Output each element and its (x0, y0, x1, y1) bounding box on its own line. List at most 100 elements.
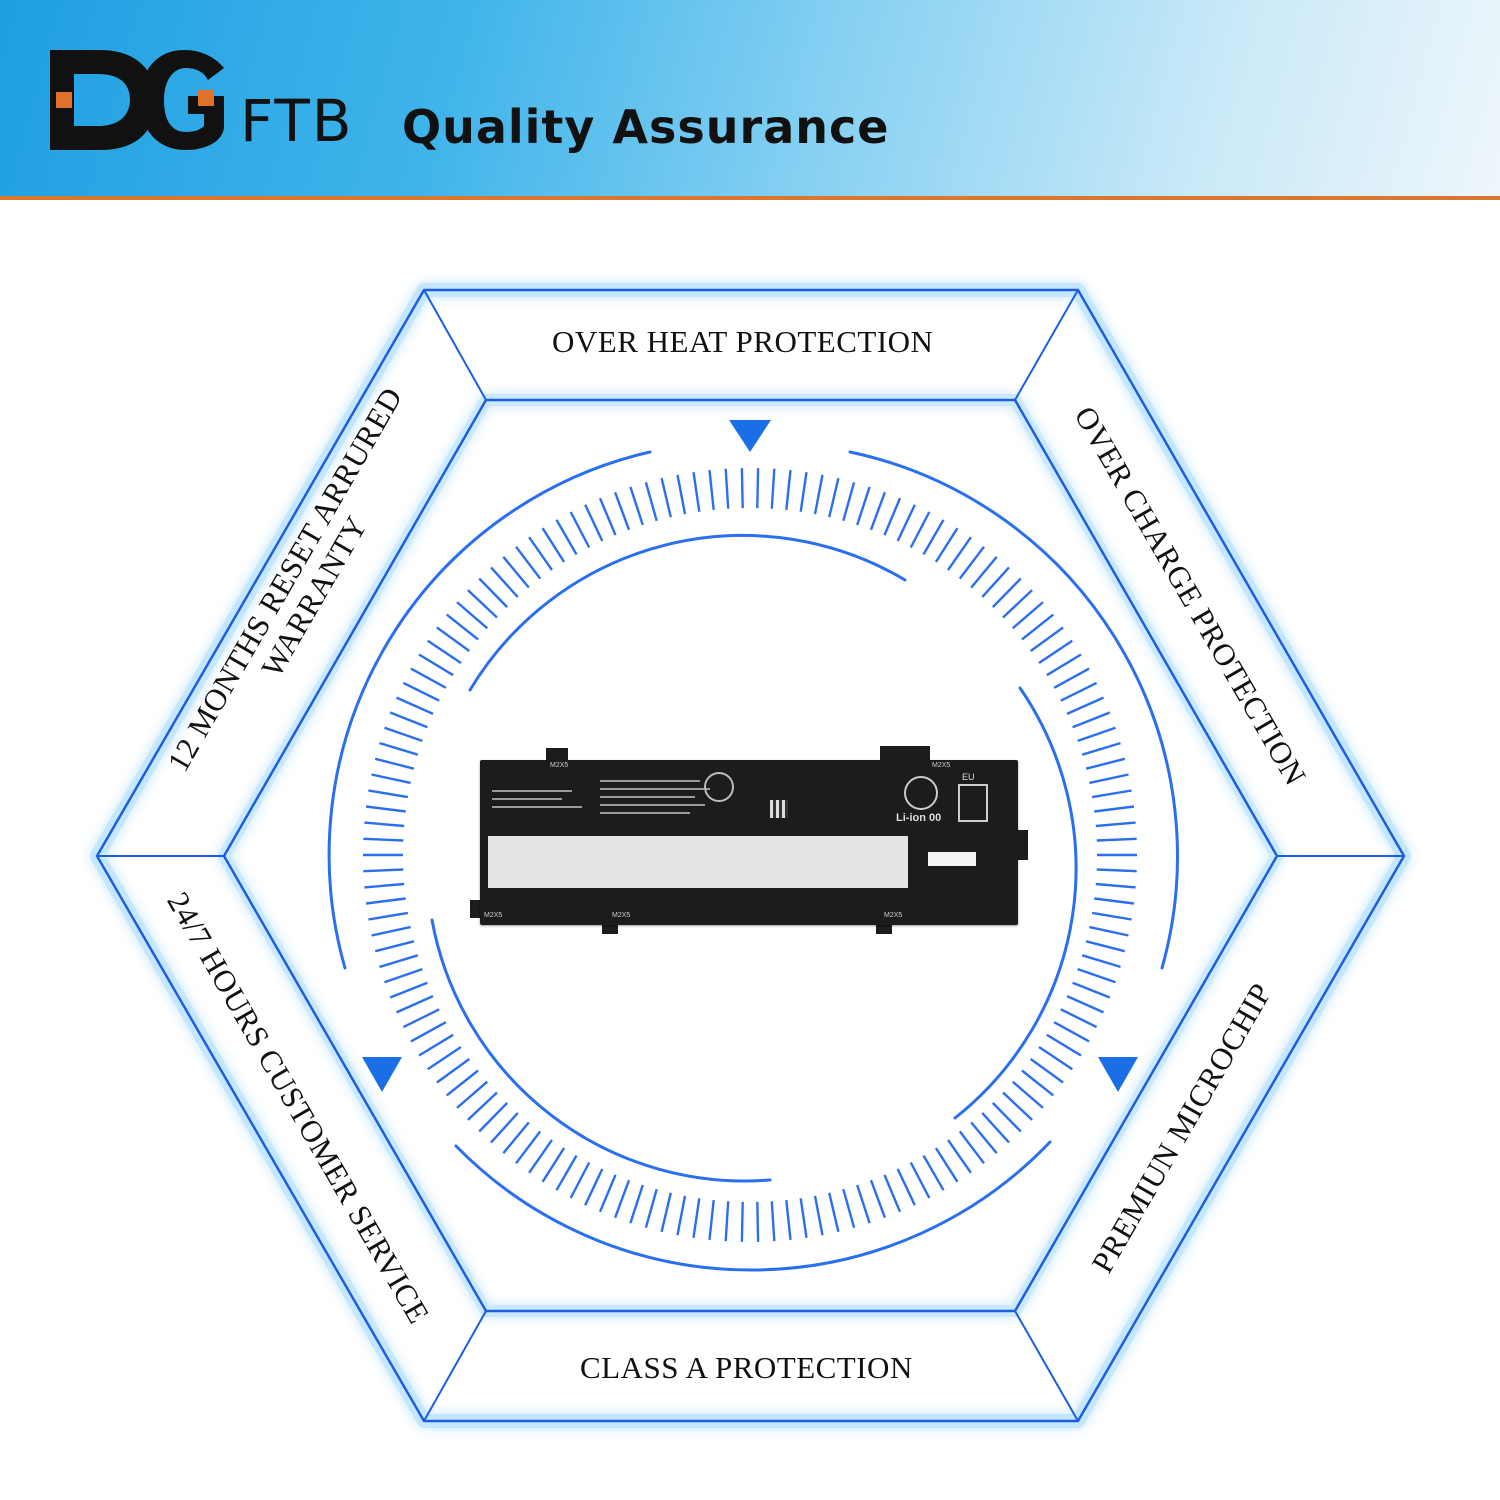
ring-tick (660, 1192, 672, 1233)
ring-tick (1038, 639, 1073, 664)
ring-tick (541, 1147, 566, 1183)
ring-tick (584, 504, 604, 542)
screw-mark: M2X5 (932, 762, 951, 769)
ring-arcs (327, 450, 1179, 1272)
arrow-top-icon (729, 420, 771, 452)
ring-tick (379, 741, 419, 756)
battery-tab (602, 922, 618, 934)
ring-tick (785, 1199, 792, 1241)
ring-tick (365, 897, 406, 905)
ring-tick (1085, 940, 1126, 953)
ring-tick (467, 589, 498, 619)
ring-tick (896, 1168, 916, 1206)
ring-tick (1077, 726, 1116, 743)
ring-tick (740, 468, 744, 509)
battery-seal-icon (704, 772, 734, 802)
ring-tick (598, 1174, 617, 1213)
arrow-left-icon (362, 1057, 402, 1092)
logo-g-square (198, 90, 214, 106)
brand-sub: FTB (240, 87, 354, 155)
ring-tick (799, 472, 808, 512)
ring-tick (991, 577, 1022, 608)
outer-arc-top-left (327, 450, 652, 970)
ring-tick (724, 1201, 730, 1242)
ring-tick (1077, 967, 1116, 984)
ring-tick (1060, 1008, 1098, 1029)
ring-tick (909, 511, 931, 549)
header-banner: FTB Quality Assurance (0, 0, 1500, 196)
ring-tick (1038, 1046, 1073, 1071)
ring-tick (1085, 757, 1126, 770)
weee-bin-icon (958, 784, 988, 822)
ring-tick (368, 789, 409, 799)
ring-tick (869, 1179, 887, 1219)
logo-g-shape (140, 50, 224, 150)
ring-tick (1046, 1033, 1082, 1057)
ring-tick (692, 472, 701, 512)
battery-tab (1018, 830, 1028, 860)
ring-tick (365, 805, 406, 813)
ring-tick (445, 1069, 479, 1097)
ring-tick (1094, 805, 1135, 813)
ring-tick (418, 1033, 454, 1057)
ring-tick (909, 1161, 931, 1199)
ring-tick (467, 1091, 498, 1121)
ring-tick (1095, 821, 1136, 828)
ring-tick (379, 954, 419, 969)
screw-mark: M2X5 (612, 912, 631, 919)
ring-tick (445, 613, 479, 641)
ring-tick (970, 1121, 998, 1154)
ring-tick (364, 882, 405, 889)
ring-tick (644, 1188, 658, 1229)
ring-tick (922, 519, 945, 556)
ring-tick (991, 1102, 1022, 1133)
ring-tick (410, 667, 447, 689)
ring-tick (1072, 981, 1111, 999)
ring-tick (1066, 696, 1104, 715)
ring-tick (922, 1154, 945, 1191)
ring-tick (1053, 667, 1090, 689)
ring-tick (410, 1021, 447, 1043)
ring-tick (813, 474, 824, 515)
ring-tick (396, 995, 434, 1014)
ring-tick (402, 1008, 440, 1029)
ring-tick (456, 1080, 489, 1109)
ring-tick (584, 1168, 604, 1206)
ring-tick (363, 837, 404, 842)
hexagon-spokes (97, 289, 1404, 1422)
ring-tick (724, 468, 730, 509)
ring-tick (1081, 954, 1121, 969)
ring-tick (1081, 741, 1121, 756)
ring-tick (799, 1198, 808, 1238)
ring-tick (1002, 589, 1033, 619)
ring-tick (1072, 711, 1111, 729)
ring-tick (1021, 613, 1055, 641)
ring-tick (828, 477, 840, 518)
ring-tick (1091, 911, 1132, 921)
ring-tick (958, 1130, 985, 1165)
ring-tick (490, 1112, 519, 1144)
screw-mark: M2X5 (550, 762, 569, 769)
inner-arc-bottom (430, 918, 772, 1183)
ring-tick (368, 911, 409, 921)
ring-tick (770, 1201, 776, 1242)
ring-tick (856, 486, 871, 526)
ring-tick (384, 726, 423, 743)
ring-tick (363, 868, 404, 873)
ring-tick (842, 481, 856, 522)
ring-tick (436, 1058, 471, 1084)
outer-arc-bottom (454, 1140, 1052, 1272)
ring-tick (629, 486, 644, 526)
screw-mark: M2X5 (484, 912, 503, 919)
ring-tick (856, 1184, 871, 1224)
direction-arrows (362, 420, 1138, 1092)
ring-tick (1091, 789, 1132, 799)
arrow-right-icon (1098, 1057, 1138, 1092)
ring-tick (1089, 773, 1129, 785)
ring-tick (555, 519, 578, 556)
headline: Quality Assurance (402, 100, 890, 154)
screw-mark: M2X5 (884, 912, 903, 919)
ring-tick (478, 577, 509, 608)
ring-tick (396, 696, 434, 715)
ring-tick (490, 566, 519, 598)
